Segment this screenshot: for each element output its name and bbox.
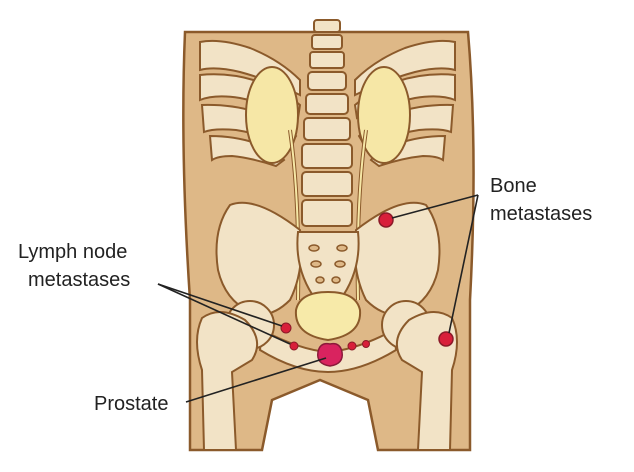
pelvis-left-wing (215, 201, 303, 316)
bone-metastasis-femur (438, 331, 454, 347)
label-bone-line2: metastases (490, 203, 593, 225)
leader-lymph-lower (157, 283, 291, 345)
femur-left (196, 311, 259, 451)
spine (301, 19, 353, 227)
kidney-left (245, 66, 299, 164)
leader-bone-femur (448, 194, 479, 334)
femur-right (395, 311, 458, 451)
leader-lymph-upper (157, 283, 283, 327)
label-bone-line1: Bone (490, 175, 537, 197)
leader-prostate (185, 357, 327, 403)
label-lymph-line2: metastases (28, 269, 131, 291)
pubic-bone (258, 328, 398, 374)
sacrum-foramina (308, 244, 348, 284)
label-prostate: Prostate (94, 393, 169, 415)
kidney-right (357, 66, 411, 164)
lymph-node-metastases (280, 322, 370, 351)
pelvis-right-wing (353, 201, 441, 316)
prostate (317, 342, 343, 367)
bladder (294, 290, 362, 342)
leader-lines (157, 194, 479, 403)
leader-bone-pelvis (391, 194, 479, 219)
bone-metastasis-pelvis (378, 212, 394, 228)
label-lymph-line1: Lymph node (18, 241, 128, 263)
